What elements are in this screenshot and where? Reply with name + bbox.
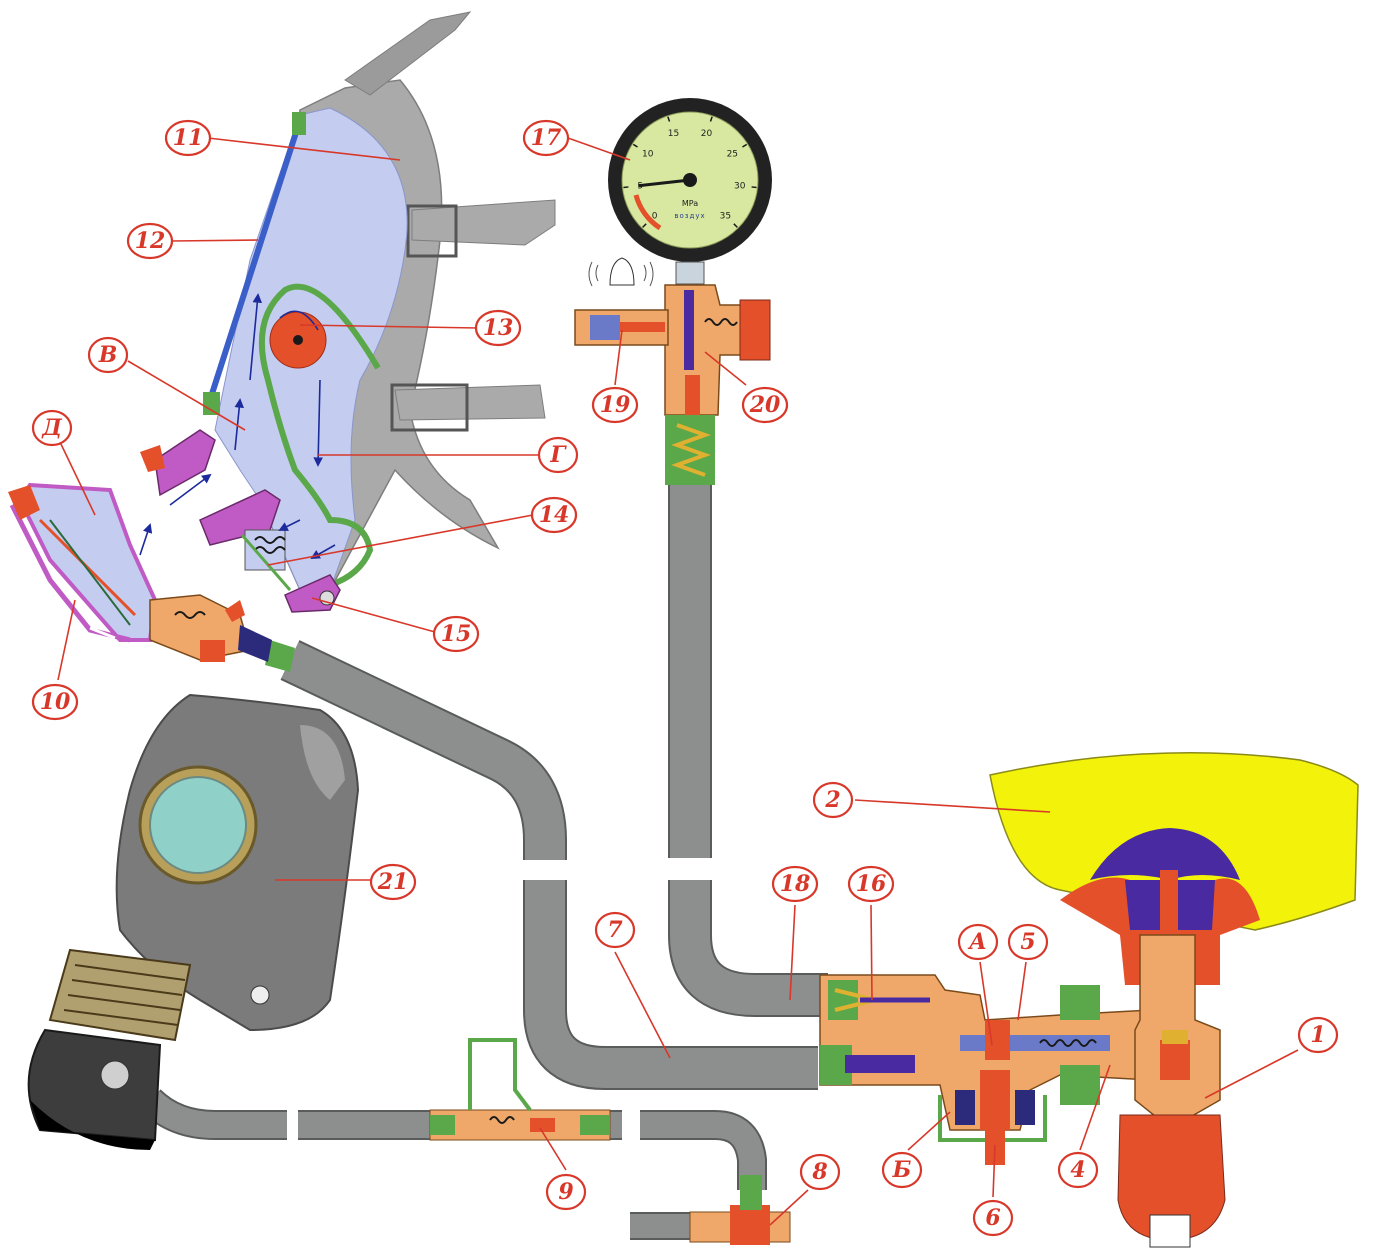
gauge-needle: [638, 178, 691, 188]
svg-text:6: 6: [985, 1205, 1000, 1231]
svg-text:Г: Г: [549, 442, 567, 468]
gauge-tick-mark: [742, 143, 748, 148]
callout-6: 6: [972, 1199, 1014, 1237]
demand-valve-housing: [8, 482, 158, 643]
bypass-assembly-9: [429, 1038, 611, 1141]
svg-text:20: 20: [749, 392, 781, 418]
svg-text:В: В: [98, 342, 118, 368]
callout-17: 17: [522, 119, 570, 157]
hoses: [139, 485, 828, 1240]
cylinder-valve: [989, 752, 1359, 1248]
tee-connector-8: [689, 1175, 791, 1245]
svg-text:Б: Б: [892, 1157, 912, 1183]
leader-lines: [57, 137, 1299, 1226]
callout-21: 21: [369, 863, 417, 901]
svg-text:12: 12: [135, 228, 166, 254]
gauge-tick-label: 25: [727, 149, 738, 159]
callout-13: 13: [474, 309, 522, 347]
svg-text:14: 14: [539, 502, 570, 528]
svg-text:17: 17: [531, 125, 562, 151]
svg-text:5: 5: [1020, 929, 1035, 955]
callout-A: А: [957, 923, 999, 961]
svg-text:Д: Д: [41, 415, 62, 441]
inhale-valve-13: [269, 310, 327, 369]
gauge-tick-label: 0: [652, 211, 658, 221]
callout-7: 7: [594, 911, 636, 949]
rescue-mask-filter-thread: [48, 948, 192, 1042]
callout-12: 12: [126, 222, 174, 260]
alarm-bell-icon: [588, 257, 654, 287]
svg-text:10: 10: [40, 689, 71, 715]
gauge-tick-mark: [623, 186, 629, 189]
gauge-tick-label: 30: [734, 182, 746, 192]
gauge-red-zone: [633, 194, 662, 231]
callout-1: 1: [1297, 1016, 1339, 1054]
gauge-unit: MPa: [682, 199, 698, 208]
svg-text:19: 19: [600, 392, 631, 418]
hose-rescue: [139, 1088, 767, 1240]
reducer-assembly: [819, 974, 1151, 1165]
svg-text:15: 15: [441, 621, 472, 647]
callout-10: 10: [31, 683, 79, 721]
gauge-tick-mark: [667, 116, 671, 122]
demand-valve-coupling: [149, 594, 295, 672]
callout-G: Г: [537, 436, 579, 474]
gauge-tick-mark: [709, 116, 713, 122]
callout-18: 18: [771, 865, 819, 903]
callout-labels: 11 12 13 В Г Д 14 15 10 17 19 20 21 2 18…: [31, 119, 1339, 1237]
svg-text:4: 4: [1070, 1157, 1085, 1183]
gauge-tick-mark: [733, 223, 738, 228]
head-strap-lower: [394, 384, 546, 421]
svg-text:8: 8: [811, 1159, 827, 1185]
callout-V: В: [87, 336, 129, 374]
rescue-mask-lens: [149, 776, 247, 874]
signal-device: [574, 284, 771, 485]
hose-gauge: [668, 485, 828, 1017]
gauge-tick-label: 10: [642, 149, 654, 159]
callout-5: 5: [1007, 923, 1049, 961]
visor-glass: [207, 119, 303, 401]
callout-16: 16: [847, 865, 895, 903]
svg-text:9: 9: [558, 1179, 573, 1205]
callout-D: Д: [31, 409, 73, 447]
svg-text:7: 7: [607, 917, 623, 943]
callout-14: 14: [530, 496, 578, 534]
gauge-tick-mark: [642, 223, 647, 228]
head-strap-top: [344, 11, 472, 96]
callout-2: 2: [812, 781, 854, 819]
callout-19: 19: [591, 386, 639, 424]
cylinder-neck-navy: [1090, 828, 1240, 880]
svg-text:16: 16: [856, 871, 887, 897]
gauge-stem: [675, 261, 705, 285]
gauge-medium-label: воздух: [674, 212, 705, 220]
full-face-mask: [8, 11, 556, 672]
svg-text:13: 13: [483, 315, 514, 341]
hose-main: [280, 640, 818, 1090]
gauge-tick-mark: [751, 186, 757, 189]
svg-text:1: 1: [1310, 1022, 1325, 1048]
strap-buckle-lower: [390, 383, 469, 432]
svg-text:А: А: [967, 929, 987, 955]
callout-4: 4: [1057, 1151, 1099, 1189]
callout-11: 11: [164, 119, 212, 157]
callout-8: 8: [799, 1153, 841, 1191]
callout-20: 20: [741, 386, 789, 424]
callout-B: Б: [881, 1151, 923, 1189]
svg-text:21: 21: [377, 869, 409, 895]
svg-text:2: 2: [824, 787, 840, 813]
strap-buckle-upper: [406, 204, 458, 258]
head-strap-upper: [411, 199, 556, 246]
pressure-gauge: 05101520253035 MPa воздух: [588, 98, 772, 287]
exhalation-valve-14: [240, 529, 292, 591]
callout-9: 9: [545, 1173, 587, 1211]
svg-text:11: 11: [173, 125, 204, 151]
gauge-tick-label: 20: [701, 129, 713, 139]
gauge-tick-label: 15: [668, 129, 679, 139]
svg-text:18: 18: [780, 871, 811, 897]
rescue-mask: [27, 693, 360, 1150]
gauge-tick-label: 35: [720, 211, 731, 221]
gauge-tick-mark: [632, 143, 638, 148]
callout-15: 15: [432, 615, 480, 653]
